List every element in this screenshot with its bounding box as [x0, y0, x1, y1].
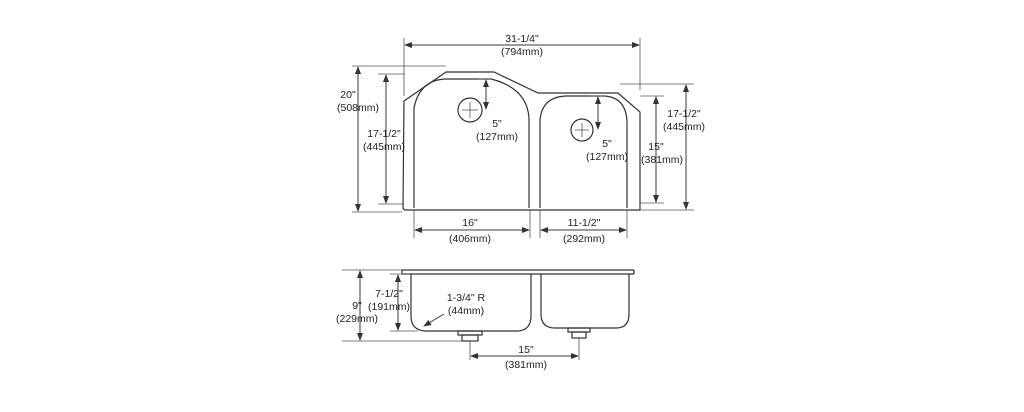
drain-spacing-label: 15": [518, 344, 534, 356]
bowl-depth-label: 7-1/2": [375, 288, 403, 300]
overall-height-mm-label: (229mm): [336, 313, 378, 325]
corner-radius-label: 1-3/4" R: [447, 292, 486, 304]
overall-depth-label: 20": [340, 89, 356, 101]
bowl-depth-mm-label: (191mm): [368, 301, 410, 313]
right-bowl-width-label: 11-1/2": [568, 217, 601, 229]
right-outer-depth-mm-label: (445mm): [663, 121, 705, 133]
left-drain: [457, 97, 483, 123]
top-view: 31-1/4" (794mm) 20" (508mm) 17-1/2" (445…: [337, 33, 705, 245]
side-view: 9" (229mm) 7-1/2" (191mm) 1-3/4" R (44mm…: [336, 269, 635, 371]
right-outer-depth-label: 17-1/2": [667, 108, 701, 120]
right-bowl-profile: [540, 274, 630, 329]
left-bowl-width-mm-label: (406mm): [449, 233, 491, 245]
overall-height-label: 9": [352, 300, 362, 312]
left-drain-body: [457, 330, 483, 342]
sink-outer-rim: [402, 71, 641, 211]
left-bowl-depth-label: 17-1/2": [367, 128, 401, 140]
right-bowl-depth-label: 15": [648, 141, 664, 153]
right-drain-body: [567, 327, 591, 339]
corner-radius-mm-label: (44mm): [448, 305, 484, 317]
right-bowl-outline: [539, 95, 628, 208]
right-drain-offset-label: 5": [602, 138, 612, 150]
left-drain-offset-label: 5": [492, 118, 502, 130]
right-bowl-depth-mm-label: (381mm): [641, 154, 683, 166]
right-drain-offset-mm-label: (127mm): [586, 151, 628, 163]
overall-width-label: 31-1/4": [505, 33, 539, 45]
radius-leader-line: [423, 313, 445, 327]
overall-width-mm-label: (794mm): [501, 46, 543, 58]
overall-depth-mm-label: (508mm): [337, 102, 379, 114]
right-drain: [570, 118, 594, 142]
left-bowl-depth-mm-label: (445mm): [363, 141, 405, 153]
left-bowl-width-label: 16": [462, 217, 478, 229]
drain-spacing-mm-label: (381mm): [505, 359, 547, 371]
left-drain-offset-mm-label: (127mm): [476, 131, 518, 143]
left-bowl-outline: [413, 78, 530, 208]
right-bowl-width-mm-label: (292mm): [563, 233, 605, 245]
